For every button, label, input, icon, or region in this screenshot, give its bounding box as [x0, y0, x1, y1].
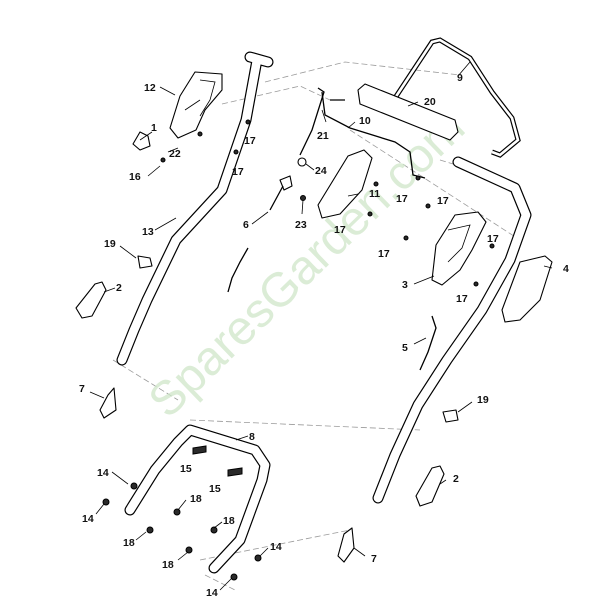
callout-2-right: 2 — [453, 473, 459, 485]
callout-22: 22 — [169, 148, 181, 160]
callout-20: 20 — [424, 96, 436, 108]
right-spacer — [337, 527, 355, 563]
washer — [297, 157, 307, 167]
callout-10: 10 — [359, 115, 371, 127]
callout-18-a: 18 — [190, 493, 202, 505]
bail-bar — [392, 37, 521, 158]
lower-fasteners — [102, 482, 262, 581]
callout-17-b: 17 — [232, 166, 244, 178]
bolt-a — [192, 445, 207, 455]
callout-17-c: 17 — [396, 193, 408, 205]
callout-19-right: 19 — [477, 394, 489, 406]
left-handle-tube — [116, 51, 274, 366]
callout-15-b: 15 — [209, 483, 221, 495]
callout-14-c: 14 — [270, 541, 282, 553]
callout-14-d: 14 — [206, 587, 218, 599]
left-spacer — [99, 387, 117, 419]
right-handle-cover — [431, 211, 487, 286]
callout-18-c: 18 — [223, 515, 235, 527]
side-cover — [501, 255, 553, 323]
callout-4: 4 — [563, 263, 569, 275]
callout-7-left: 7 — [79, 383, 85, 395]
right-handle-tube — [372, 156, 532, 504]
callout-23: 23 — [295, 219, 307, 231]
callout-2-left: 2 — [116, 282, 122, 294]
left-cable-clip — [137, 255, 153, 269]
callout-16: 16 — [129, 171, 141, 183]
cable-bracket — [299, 87, 345, 156]
callout-3: 3 — [402, 279, 408, 291]
brake-cable — [321, 91, 426, 179]
right-knob — [415, 465, 445, 507]
callout-17-h: 17 — [456, 293, 468, 305]
callout-17-g: 17 — [487, 233, 499, 245]
callout-1: 1 — [151, 122, 157, 134]
watermark: SparesGarden.com — [139, 101, 475, 428]
callout-21: 21 — [317, 130, 329, 142]
assembly-guide-lines — [112, 61, 521, 591]
left-cover-detail — [184, 79, 216, 117]
right-cable-clip — [442, 409, 459, 423]
cable-spring — [227, 247, 437, 371]
left-knob — [75, 281, 107, 319]
callout-17-e: 17 — [334, 224, 346, 236]
left-handle-cover — [169, 71, 223, 139]
right-cover-detail — [447, 224, 471, 263]
callout-labels: 1 2 2 3 4 5 6 7 7 8 9 10 11 12 13 14 14 … — [79, 72, 569, 599]
callout-15-a: 15 — [180, 463, 192, 475]
callout-12: 12 — [144, 82, 156, 94]
callout-14-a: 14 — [97, 467, 109, 479]
screw-markers — [160, 119, 495, 287]
callout-5: 5 — [402, 342, 408, 354]
callout-24: 24 — [315, 165, 327, 177]
callout-17-d: 17 — [437, 195, 449, 207]
leader-lines — [89, 61, 553, 591]
cable-adjuster — [269, 175, 293, 211]
callout-17-f: 17 — [378, 248, 390, 260]
callout-19-left: 19 — [104, 238, 116, 250]
callout-11: 11 — [369, 188, 380, 200]
callout-13: 13 — [142, 226, 154, 238]
callout-6: 6 — [243, 219, 249, 231]
bolt-b — [227, 467, 243, 477]
lower-handle — [124, 424, 271, 574]
callout-17-a: 17 — [244, 135, 256, 147]
callout-7-right: 7 — [371, 553, 377, 565]
cable-cover — [317, 149, 373, 219]
bail-handle-grip — [357, 83, 459, 141]
callout-9: 9 — [457, 72, 463, 84]
nut — [300, 195, 306, 201]
callout-18-d: 18 — [162, 559, 174, 571]
callout-18-b: 18 — [123, 537, 135, 549]
callout-14-b: 14 — [82, 513, 94, 525]
callout-8: 8 — [249, 431, 255, 443]
